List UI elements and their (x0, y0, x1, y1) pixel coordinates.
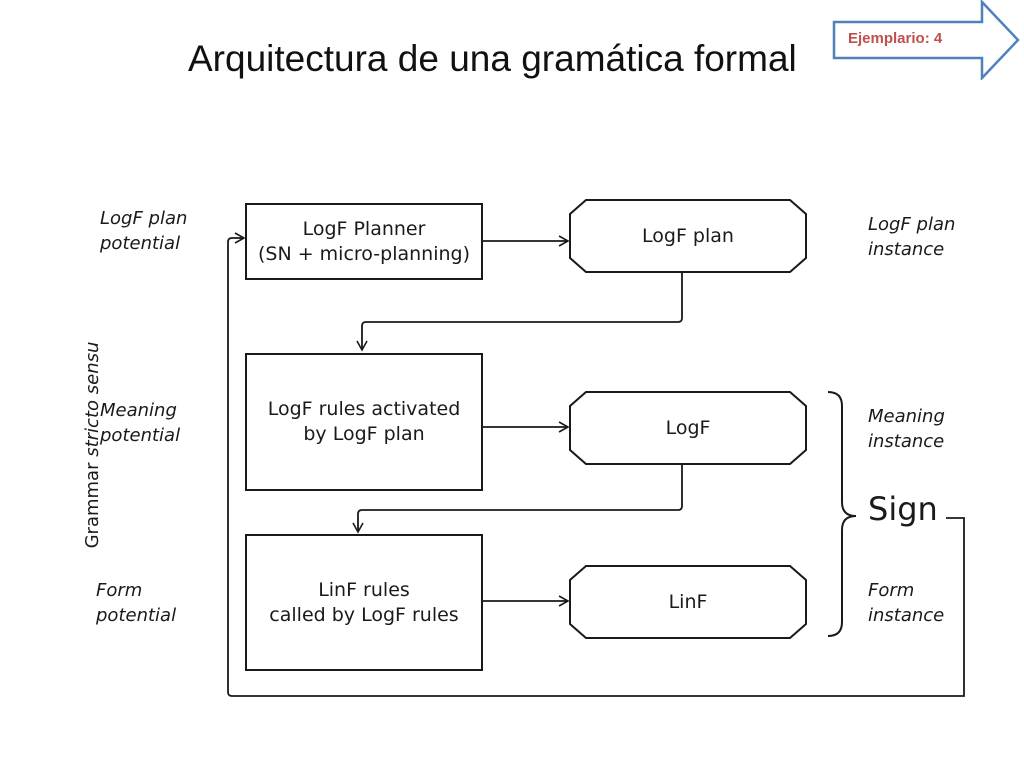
page-title: Arquitectura de una gramática formal (188, 38, 797, 79)
label-line: LogF plan (100, 208, 188, 229)
ejemplario-label: Ejemplario: 4 (848, 30, 943, 47)
stricto-sensu-words: stricto sensu (82, 341, 103, 457)
label-line: potential (100, 233, 181, 254)
logf-plan-output: LogF plan (642, 224, 734, 247)
connector-plan-to-rules (356, 272, 683, 352)
label-logf-plan-instance: LogF plan instance (868, 212, 955, 262)
label-meaning-potential: Meaning potential (100, 398, 180, 448)
label-form-instance: Form instance (868, 578, 944, 628)
label-line: LogF plan (868, 214, 956, 235)
label-line: Form (96, 580, 143, 601)
grammar-stricto-sensu-label: Grammar stricto sensu (82, 320, 112, 570)
linf-shape (569, 565, 807, 639)
linf-rules-box-text: LinF rules called by LogF rules (246, 535, 482, 670)
label-line: instance (868, 239, 945, 260)
loop-sign-to-planner (227, 232, 965, 697)
label-form-potential: Form potential (96, 578, 176, 628)
label-line: instance (868, 431, 945, 452)
sign-label: Sign (868, 490, 938, 528)
box-line: LogF Planner (302, 217, 426, 240)
logf-shape (569, 391, 807, 465)
diagram-lines (227, 199, 965, 697)
architecture-diagram: LogF plan potential Meaning potential Fo… (60, 180, 980, 710)
label-line: Meaning (100, 400, 177, 421)
logf-rules-box-text: LogF rules activated by LogF plan (246, 354, 482, 490)
logf-rules-box (245, 353, 483, 491)
sign-brace (827, 391, 857, 637)
right-arrow-icon (832, 0, 1020, 80)
planner-box (245, 203, 483, 280)
ejemplario-link[interactable]: Ejemplario: 4 (832, 0, 1022, 80)
box-line: LogF rules activated (267, 398, 461, 420)
label-line: instance (868, 605, 945, 626)
label-line: Form (868, 580, 915, 601)
box-line: LinF rules (318, 578, 410, 601)
connector-logf-to-linf-rules (352, 464, 683, 534)
label-logf-plan-potential: LogF plan potential (100, 206, 187, 256)
box-line: (SN + micro-planning) (257, 242, 470, 265)
label-line: potential (100, 425, 181, 446)
label-meaning-instance: Meaning instance (868, 404, 945, 454)
box-line: called by LogF rules (269, 603, 459, 626)
linf-output: LinF (668, 590, 708, 613)
logf-plan-shape (569, 199, 807, 273)
logf-output: LogF (665, 416, 711, 439)
label-line: Meaning (868, 406, 945, 427)
label-line: potential (96, 605, 177, 626)
planner-box-text: LogF Planner (SN + micro-planning) (246, 204, 482, 279)
linf-rules-box (245, 534, 483, 671)
grammar-word: Grammar (82, 462, 103, 549)
box-line: by LogF plan (303, 423, 425, 445)
